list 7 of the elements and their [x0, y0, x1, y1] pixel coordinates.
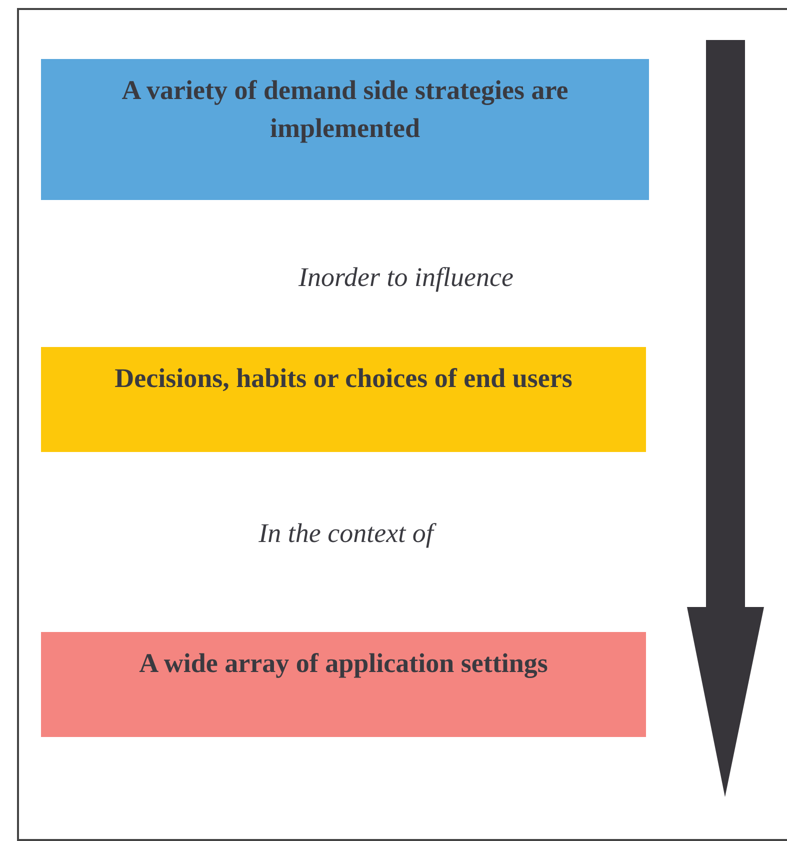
- box-text: A variety of demand side strategies are implemented: [120, 74, 570, 145]
- text-box: [41, 347, 646, 452]
- box-text: A wide array of application settings: [139, 647, 548, 680]
- text-box: [41, 59, 649, 200]
- text-box: [41, 632, 646, 737]
- connecting-phrase: Inorder to influence: [298, 261, 514, 294]
- box-text: Decisions, habits or choices of end users: [114, 362, 572, 395]
